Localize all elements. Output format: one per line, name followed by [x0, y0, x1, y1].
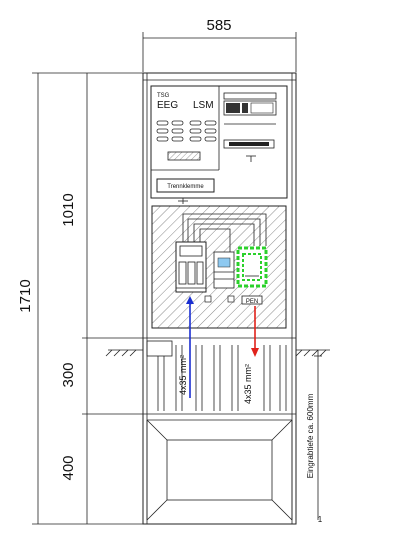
eingrabtiefe-dimension: Eingrabtiefe ca. 600mm 1 — [306, 350, 323, 524]
cable-left-label: 4x35 mm² — [178, 355, 188, 395]
ground-line — [105, 349, 330, 357]
section-height-dimension: 1010 300 400 — [60, 73, 143, 524]
pen-label: PEN — [246, 299, 258, 305]
lower-height-label: 400 — [60, 455, 77, 480]
cable-right: 4x35 mm² — [243, 306, 259, 404]
marker-label: 1 — [318, 515, 323, 524]
vent-slots — [156, 120, 217, 142]
total-height-label: 1710 — [17, 279, 34, 312]
meter-panel: TSG EEG LSM — [150, 85, 288, 204]
eeg-label: EEG — [157, 100, 178, 111]
pen-bar: PEN — [204, 295, 263, 305]
foundation — [146, 419, 293, 521]
eingrabtiefe-label: Eingrabtiefe ca. 600mm — [306, 393, 315, 478]
trennklemme-label: Trennklemme — [167, 184, 204, 190]
tsg-label: TSG — [157, 93, 170, 99]
cable-right-label: 4x35 mm² — [243, 364, 253, 404]
middle-height-label: 300 — [60, 362, 77, 387]
width-label: 585 — [206, 17, 231, 34]
green-dashed-module — [236, 246, 268, 288]
upper-height-label: 1010 — [60, 193, 77, 226]
base-section — [146, 340, 287, 411]
total-height-dimension: 1710 — [17, 72, 143, 525]
cable-left: 4x35 mm² — [178, 296, 194, 398]
terminal-strip — [167, 151, 201, 161]
small-device — [213, 251, 235, 289]
lsm-label: LSM — [193, 100, 214, 111]
meter-block — [223, 92, 277, 162]
fuse-block — [175, 241, 207, 293]
width-dimension: 585 — [142, 17, 297, 72]
connection-compartment: PEN — [151, 205, 287, 329]
